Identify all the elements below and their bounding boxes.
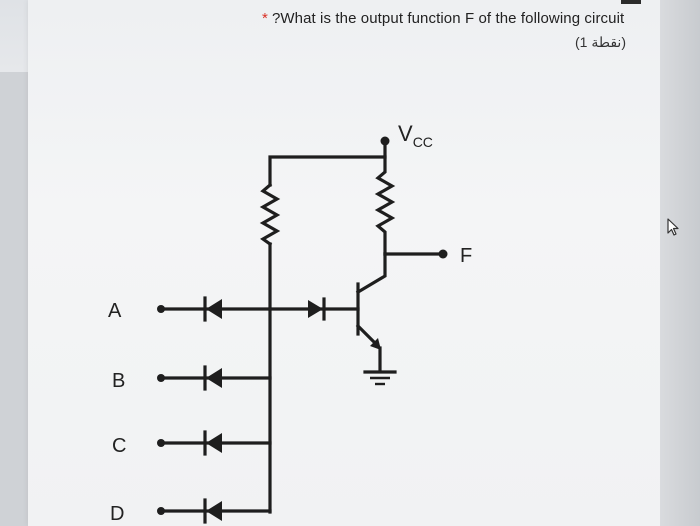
vcc-label: VCC [398,121,433,150]
mouse-pointer-icon [667,218,679,236]
output-node [438,249,448,259]
input-diode-d-icon [206,501,222,521]
input-label-c: C [112,435,126,457]
required-marker: * [262,10,268,27]
input-diode-b-icon [206,368,222,388]
question-card [28,0,660,526]
question-points: (1 نقطة) [575,34,626,50]
question-title: *?What is the output function F of the f… [262,10,624,27]
left-resistor [259,182,281,247]
vcc-bus-wire [268,139,387,187]
page-edge [660,0,700,526]
base-diode-icon [308,300,323,318]
input-label-b: B [112,370,125,392]
output-label: F [460,245,472,267]
transistor-collector [355,252,387,295]
question-text: ?What is the output function F of the fo… [271,10,625,27]
emitter-arrow-icon [370,338,381,350]
input-label-d: D [110,503,124,525]
input-diode-c-icon [206,433,222,453]
collector-resistor [374,155,396,256]
input-label-a: A [108,300,122,322]
input-diode-a-icon [206,299,222,319]
top-accent-bar [621,0,641,4]
